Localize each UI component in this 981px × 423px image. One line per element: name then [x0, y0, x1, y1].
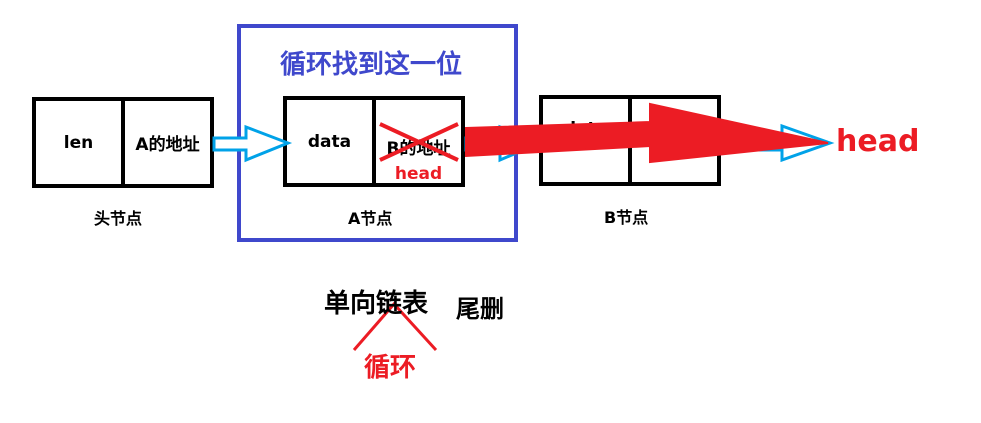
- node-a-caption: A节点: [348, 209, 393, 228]
- head-node: len A的地址: [32, 97, 214, 188]
- head-node-len-text: len: [63, 132, 94, 153]
- node-b-caption: B节点: [604, 208, 649, 227]
- node-a-data-text: data: [307, 131, 352, 152]
- sub-title: 尾删: [456, 295, 504, 323]
- loop-label: 循环: [364, 353, 417, 383]
- head-node-caption: 头节点: [94, 209, 143, 228]
- big-red-arrow: [465, 102, 829, 164]
- head-node-address-text: A的地址: [135, 135, 200, 155]
- head-node-address-cell: A的地址: [121, 101, 210, 184]
- head-target-label: head: [836, 124, 920, 159]
- arrow-head-to-a: [212, 124, 293, 163]
- main-title: 单向链表: [324, 289, 429, 319]
- node-a-next-cell: B的地址 head: [372, 100, 461, 184]
- node-a-data-cell: data: [287, 100, 372, 183]
- node-a-old-address-text: B的地址: [386, 139, 451, 159]
- cross-line-2: [379, 122, 459, 162]
- caret-mark: [352, 301, 438, 352]
- node-a-new-head-text: head: [394, 164, 443, 184]
- loop-box-title: 循环找到这一位: [280, 50, 463, 80]
- head-node-len-cell: len: [36, 101, 121, 184]
